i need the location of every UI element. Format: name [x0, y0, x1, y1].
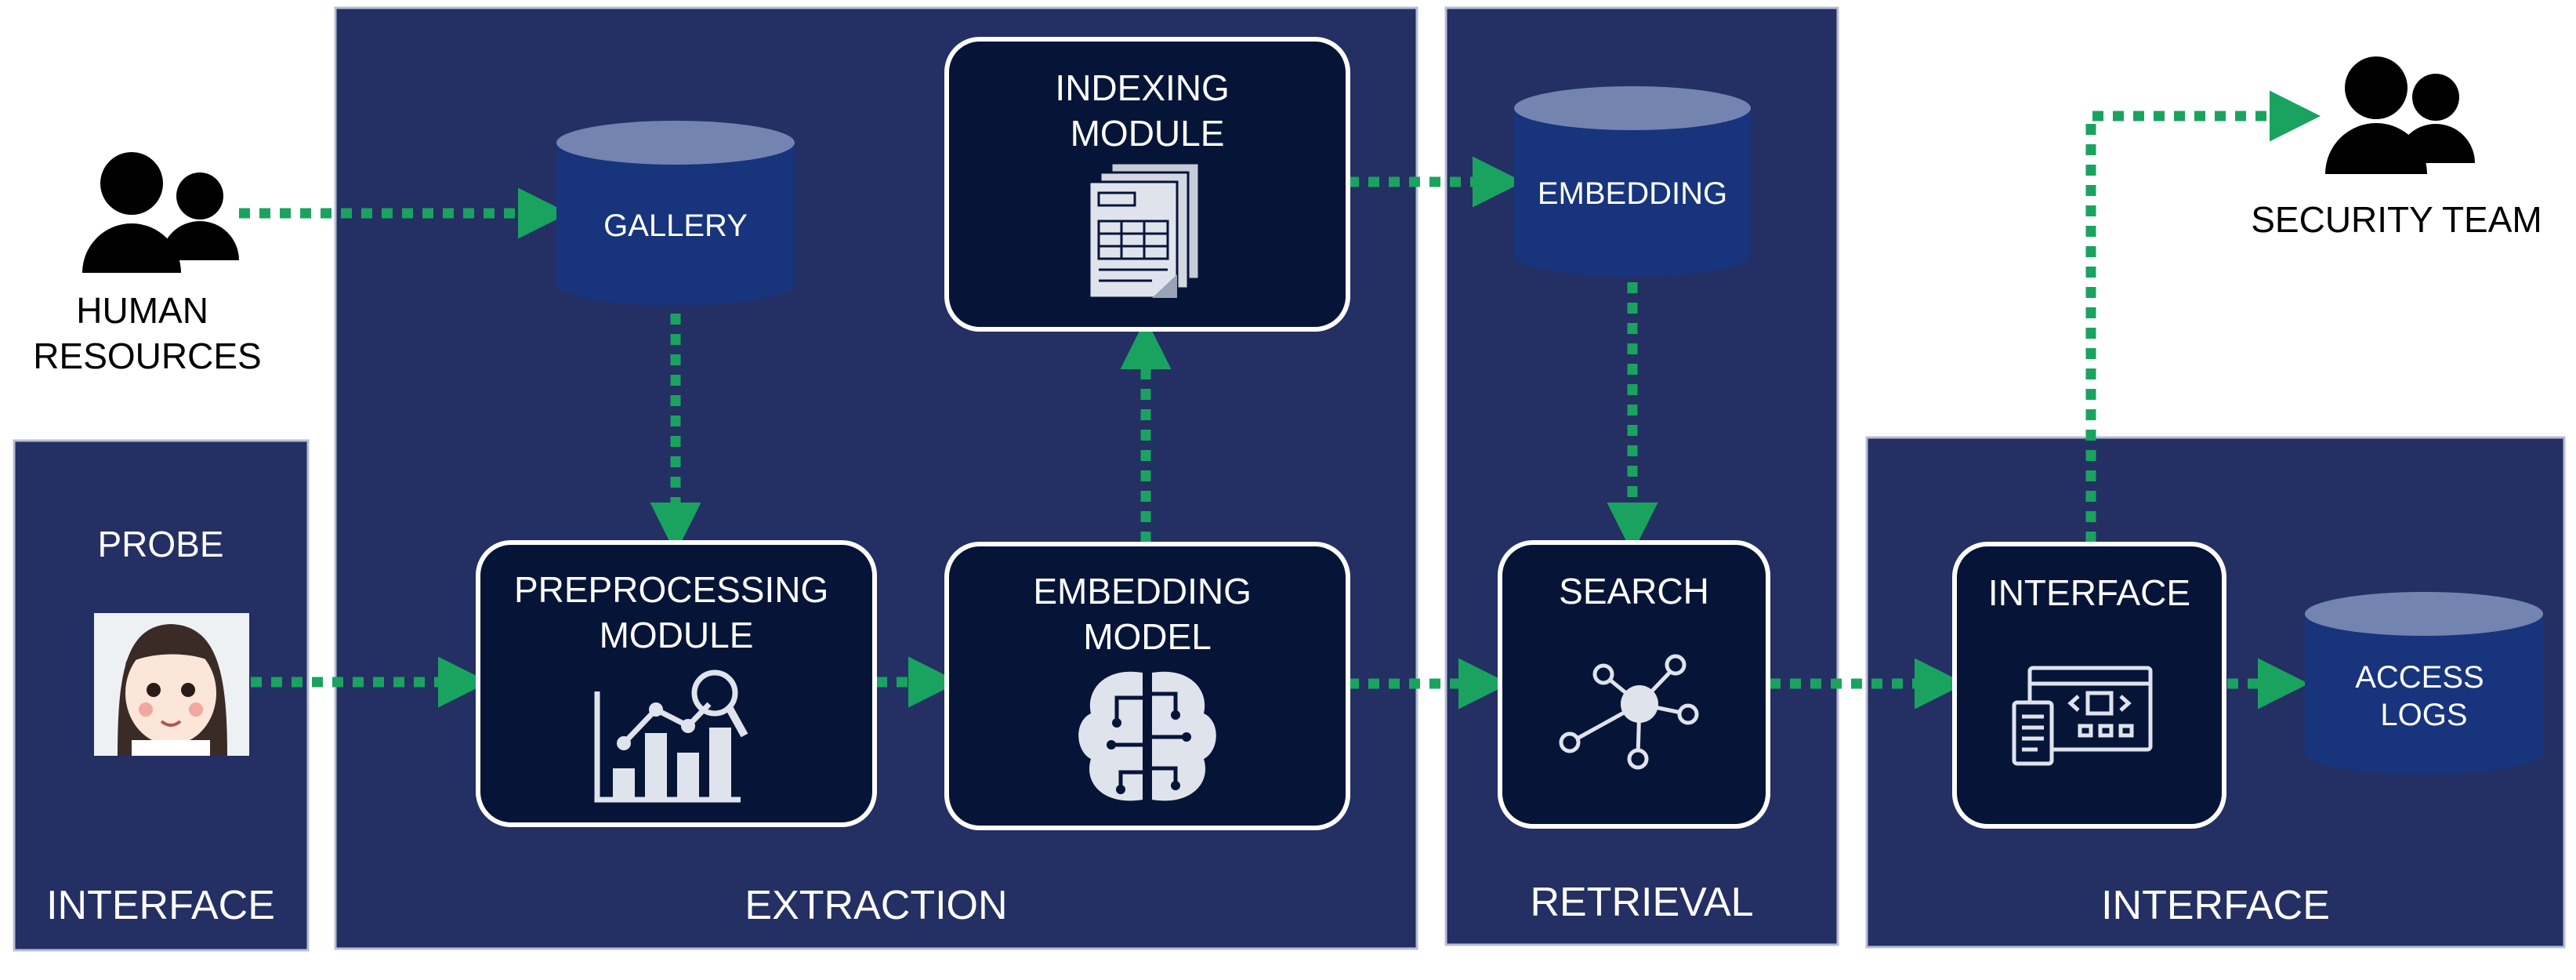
label-preprocessing-module: PREPROCESSING MODULE — [514, 569, 839, 655]
panel-interface-left: INTERFACE — [13, 439, 310, 952]
actor-human-resources: HUMAN RESOURCES — [33, 152, 262, 376]
store-embedding: EMBEDDING — [1514, 86, 1751, 277]
label-embedding-store: EMBEDDING — [1538, 176, 1727, 211]
analytics-chart-icon — [594, 670, 748, 803]
module-embedding-model: EMBEDDING MODEL — [944, 542, 1350, 830]
store-access-logs: ACCESS LOGS — [2305, 592, 2543, 775]
label-security-team: SECURITY TEAM — [2251, 199, 2542, 240]
people-icon — [82, 152, 239, 273]
panel-title-retrieval: RETRIEVAL — [1530, 880, 1753, 925]
module-indexing: INDEXING MODULE — [944, 37, 1350, 332]
label-gallery: GALLERY — [603, 209, 748, 243]
documents-table-icon — [1088, 162, 1201, 299]
panel-title-interface-right: INTERFACE — [2101, 883, 2330, 928]
face-portrait-icon — [94, 613, 249, 756]
actor-security-team: SECURITY TEAM — [2251, 56, 2542, 240]
label-embedding-model: EMBEDDING MODEL — [1033, 571, 1261, 657]
panel-title-interface-left: INTERFACE — [46, 883, 275, 928]
label-human-resources: HUMAN RESOURCES — [33, 290, 261, 376]
label-search: SEARCH — [1559, 571, 1709, 612]
connectors — [239, 90, 2321, 710]
network-hub-icon — [1559, 654, 1699, 770]
label-probe: PROBE — [97, 524, 223, 564]
module-preprocessing: PREPROCESSING MODULE — [476, 540, 877, 827]
probe-group: PROBE — [94, 524, 249, 756]
label-access-logs: ACCESS LOGS — [2355, 660, 2493, 732]
brain-circuit-icon — [1078, 671, 1216, 801]
store-gallery: GALLERY — [556, 121, 795, 306]
module-search: SEARCH — [1498, 540, 1770, 829]
label-indexing-module: INDEXING MODULE — [1055, 67, 1239, 154]
module-interface: INTERFACE — [1952, 542, 2226, 829]
panel-title-extraction: EXTRACTION — [745, 883, 1007, 928]
app-window-icon — [2012, 666, 2153, 766]
label-interface-module: INTERFACE — [1988, 572, 2190, 613]
people-icon — [2325, 56, 2475, 174]
